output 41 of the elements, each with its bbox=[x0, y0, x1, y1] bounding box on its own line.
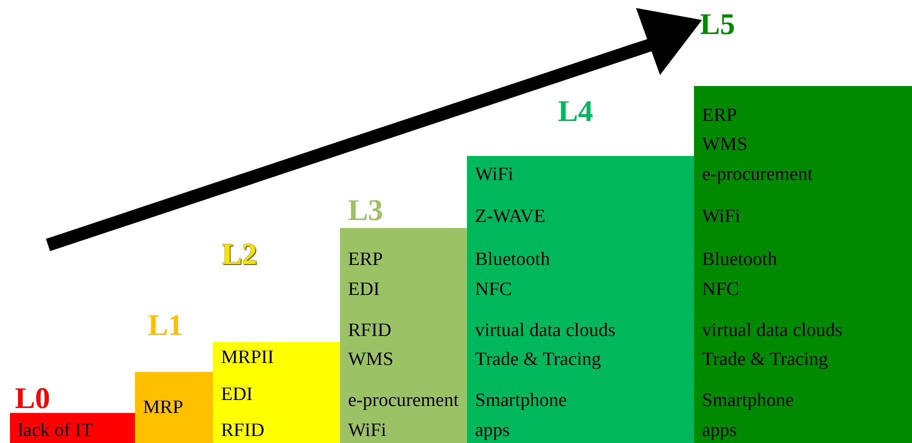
technology-label: RFID bbox=[221, 420, 264, 442]
technology-label: Bluetooth bbox=[702, 249, 777, 271]
technology-label: e-procurement bbox=[702, 164, 813, 186]
technology-label: Z-WAVE bbox=[475, 206, 546, 228]
technology-label: Smartphone bbox=[475, 390, 567, 412]
technology-label: e-procurement bbox=[348, 390, 459, 412]
technology-label: NFC bbox=[702, 279, 739, 301]
level-label: L1 bbox=[148, 311, 184, 341]
technology-label: Trade & Tracing bbox=[702, 349, 828, 371]
technology-label: virtual data clouds bbox=[475, 320, 616, 342]
technology-label: WiFi bbox=[702, 206, 740, 228]
technology-label: WMS bbox=[702, 134, 748, 156]
level-bar bbox=[467, 156, 694, 443]
technology-label: Bluetooth bbox=[475, 249, 550, 271]
level-bar bbox=[10, 413, 135, 443]
technology-label: apps bbox=[702, 420, 737, 442]
level-label: L0 bbox=[15, 384, 50, 414]
technology-label: lack of IT bbox=[18, 420, 93, 442]
technology-label: virtual data clouds bbox=[702, 320, 842, 342]
technology-label: ERP bbox=[702, 105, 737, 127]
technology-label: EDI bbox=[348, 279, 380, 301]
technology-label: Trade & Tracing bbox=[475, 349, 601, 371]
level-label: L5 bbox=[700, 10, 736, 40]
technology-label: apps bbox=[475, 420, 510, 442]
level-label: L2 bbox=[222, 240, 258, 270]
technology-label: EDI bbox=[221, 384, 253, 406]
level-bar bbox=[340, 228, 467, 443]
technology-label: MRP bbox=[143, 397, 184, 419]
level-bar bbox=[135, 372, 213, 443]
technology-label: WMS bbox=[348, 349, 394, 371]
level-label: L3 bbox=[348, 196, 384, 226]
technology-label: RFID bbox=[348, 320, 392, 342]
technology-label: WiFi bbox=[475, 164, 514, 186]
technology-label: NFC bbox=[475, 279, 512, 301]
level-bar bbox=[213, 342, 340, 443]
technology-label: ERP bbox=[348, 249, 383, 271]
level-bar bbox=[694, 86, 912, 443]
technology-label: WiFi bbox=[348, 420, 386, 442]
technology-label: MRPII bbox=[221, 347, 274, 369]
technology-label: Smartphone bbox=[702, 390, 794, 412]
level-label: L4 bbox=[558, 97, 594, 127]
